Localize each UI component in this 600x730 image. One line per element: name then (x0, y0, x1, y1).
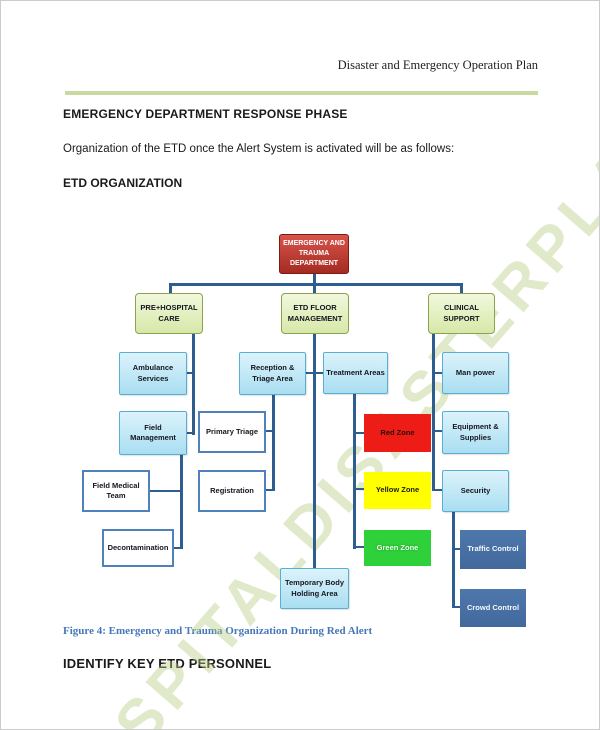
connector-line (186, 432, 192, 434)
section-title: EMERGENCY DEPARTMENT RESPONSE PHASE (63, 107, 348, 121)
connector-line (356, 432, 364, 434)
connector-line (313, 285, 316, 294)
document-header: Disaster and Emergency Operation Plan (337, 58, 538, 72)
next-section-title: IDENTIFY KEY ETD PERSONNEL (63, 656, 272, 671)
connector-line (169, 285, 172, 294)
org-node-equipment-supplies: Equipment & Supplies (442, 411, 509, 454)
org-node-clinical-support: CLINICAL SUPPORT (428, 293, 495, 334)
org-node-yellow-zone: Yellow Zone (364, 472, 431, 509)
connector-line (435, 430, 442, 432)
org-node-field-medical-team: Field Medical Team (82, 470, 150, 512)
connector-line (150, 490, 180, 492)
connector-line (192, 334, 195, 435)
org-node-red-zone: Red Zone (364, 414, 431, 452)
connector-line (266, 430, 272, 432)
intro-paragraph: Organization of the ETD once the Alert S… (63, 143, 455, 155)
org-node-treatment-areas: Treatment Areas (323, 352, 388, 394)
connector-line (173, 547, 180, 549)
connector-line (313, 334, 316, 569)
org-node-registration: Registration (198, 470, 266, 512)
org-node-ambulance-services: Ambulance Services (119, 352, 187, 395)
connector-line (432, 334, 435, 491)
org-node-etd-floor-management: ETD FLOOR MANAGEMENT (281, 293, 349, 334)
figure-caption: Figure 4: Emergency and Trauma Organizat… (63, 625, 373, 637)
connector-line (186, 372, 192, 374)
org-node-security: Security (442, 470, 509, 512)
subsection-title: ETD ORGANIZATION (63, 176, 183, 190)
org-node-primary-triage: Primary Triage (198, 411, 266, 453)
org-node-prehospital-care: PRE+HOSPITAL CARE (135, 293, 203, 334)
org-node-crowd-control: Crowd Control (460, 589, 526, 627)
connector-line (306, 372, 313, 374)
org-node-reception-triage-area: Reception & Triage Area (239, 352, 306, 395)
org-node-temporary-body-holding-area: Temporary Body Holding Area (280, 568, 349, 609)
org-node-man-power: Man power (442, 352, 509, 394)
connector-line (313, 273, 316, 284)
connector-line (169, 283, 463, 286)
connector-line (435, 372, 442, 374)
connector-line (455, 606, 461, 608)
connector-line (356, 546, 364, 548)
org-node-traffic-control: Traffic Control (460, 530, 526, 569)
connector-line (460, 285, 463, 294)
connector-line (452, 512, 455, 608)
org-node-decontamination: Decontamination (102, 529, 174, 567)
connector-line (353, 394, 356, 549)
header-divider (65, 91, 538, 95)
org-node-green-zone: Green Zone (364, 530, 431, 566)
connector-line (180, 454, 183, 549)
connector-line (316, 372, 323, 374)
connector-line (455, 548, 461, 550)
connector-line (356, 488, 364, 490)
connector-line (272, 394, 275, 491)
connector-line (266, 489, 272, 491)
connector-line (435, 489, 442, 491)
org-node-emergency-trauma-department: EMERGENCY AND TRAUMA DEPARTMENT (279, 234, 349, 274)
org-node-field-management: Field Management (119, 411, 187, 455)
